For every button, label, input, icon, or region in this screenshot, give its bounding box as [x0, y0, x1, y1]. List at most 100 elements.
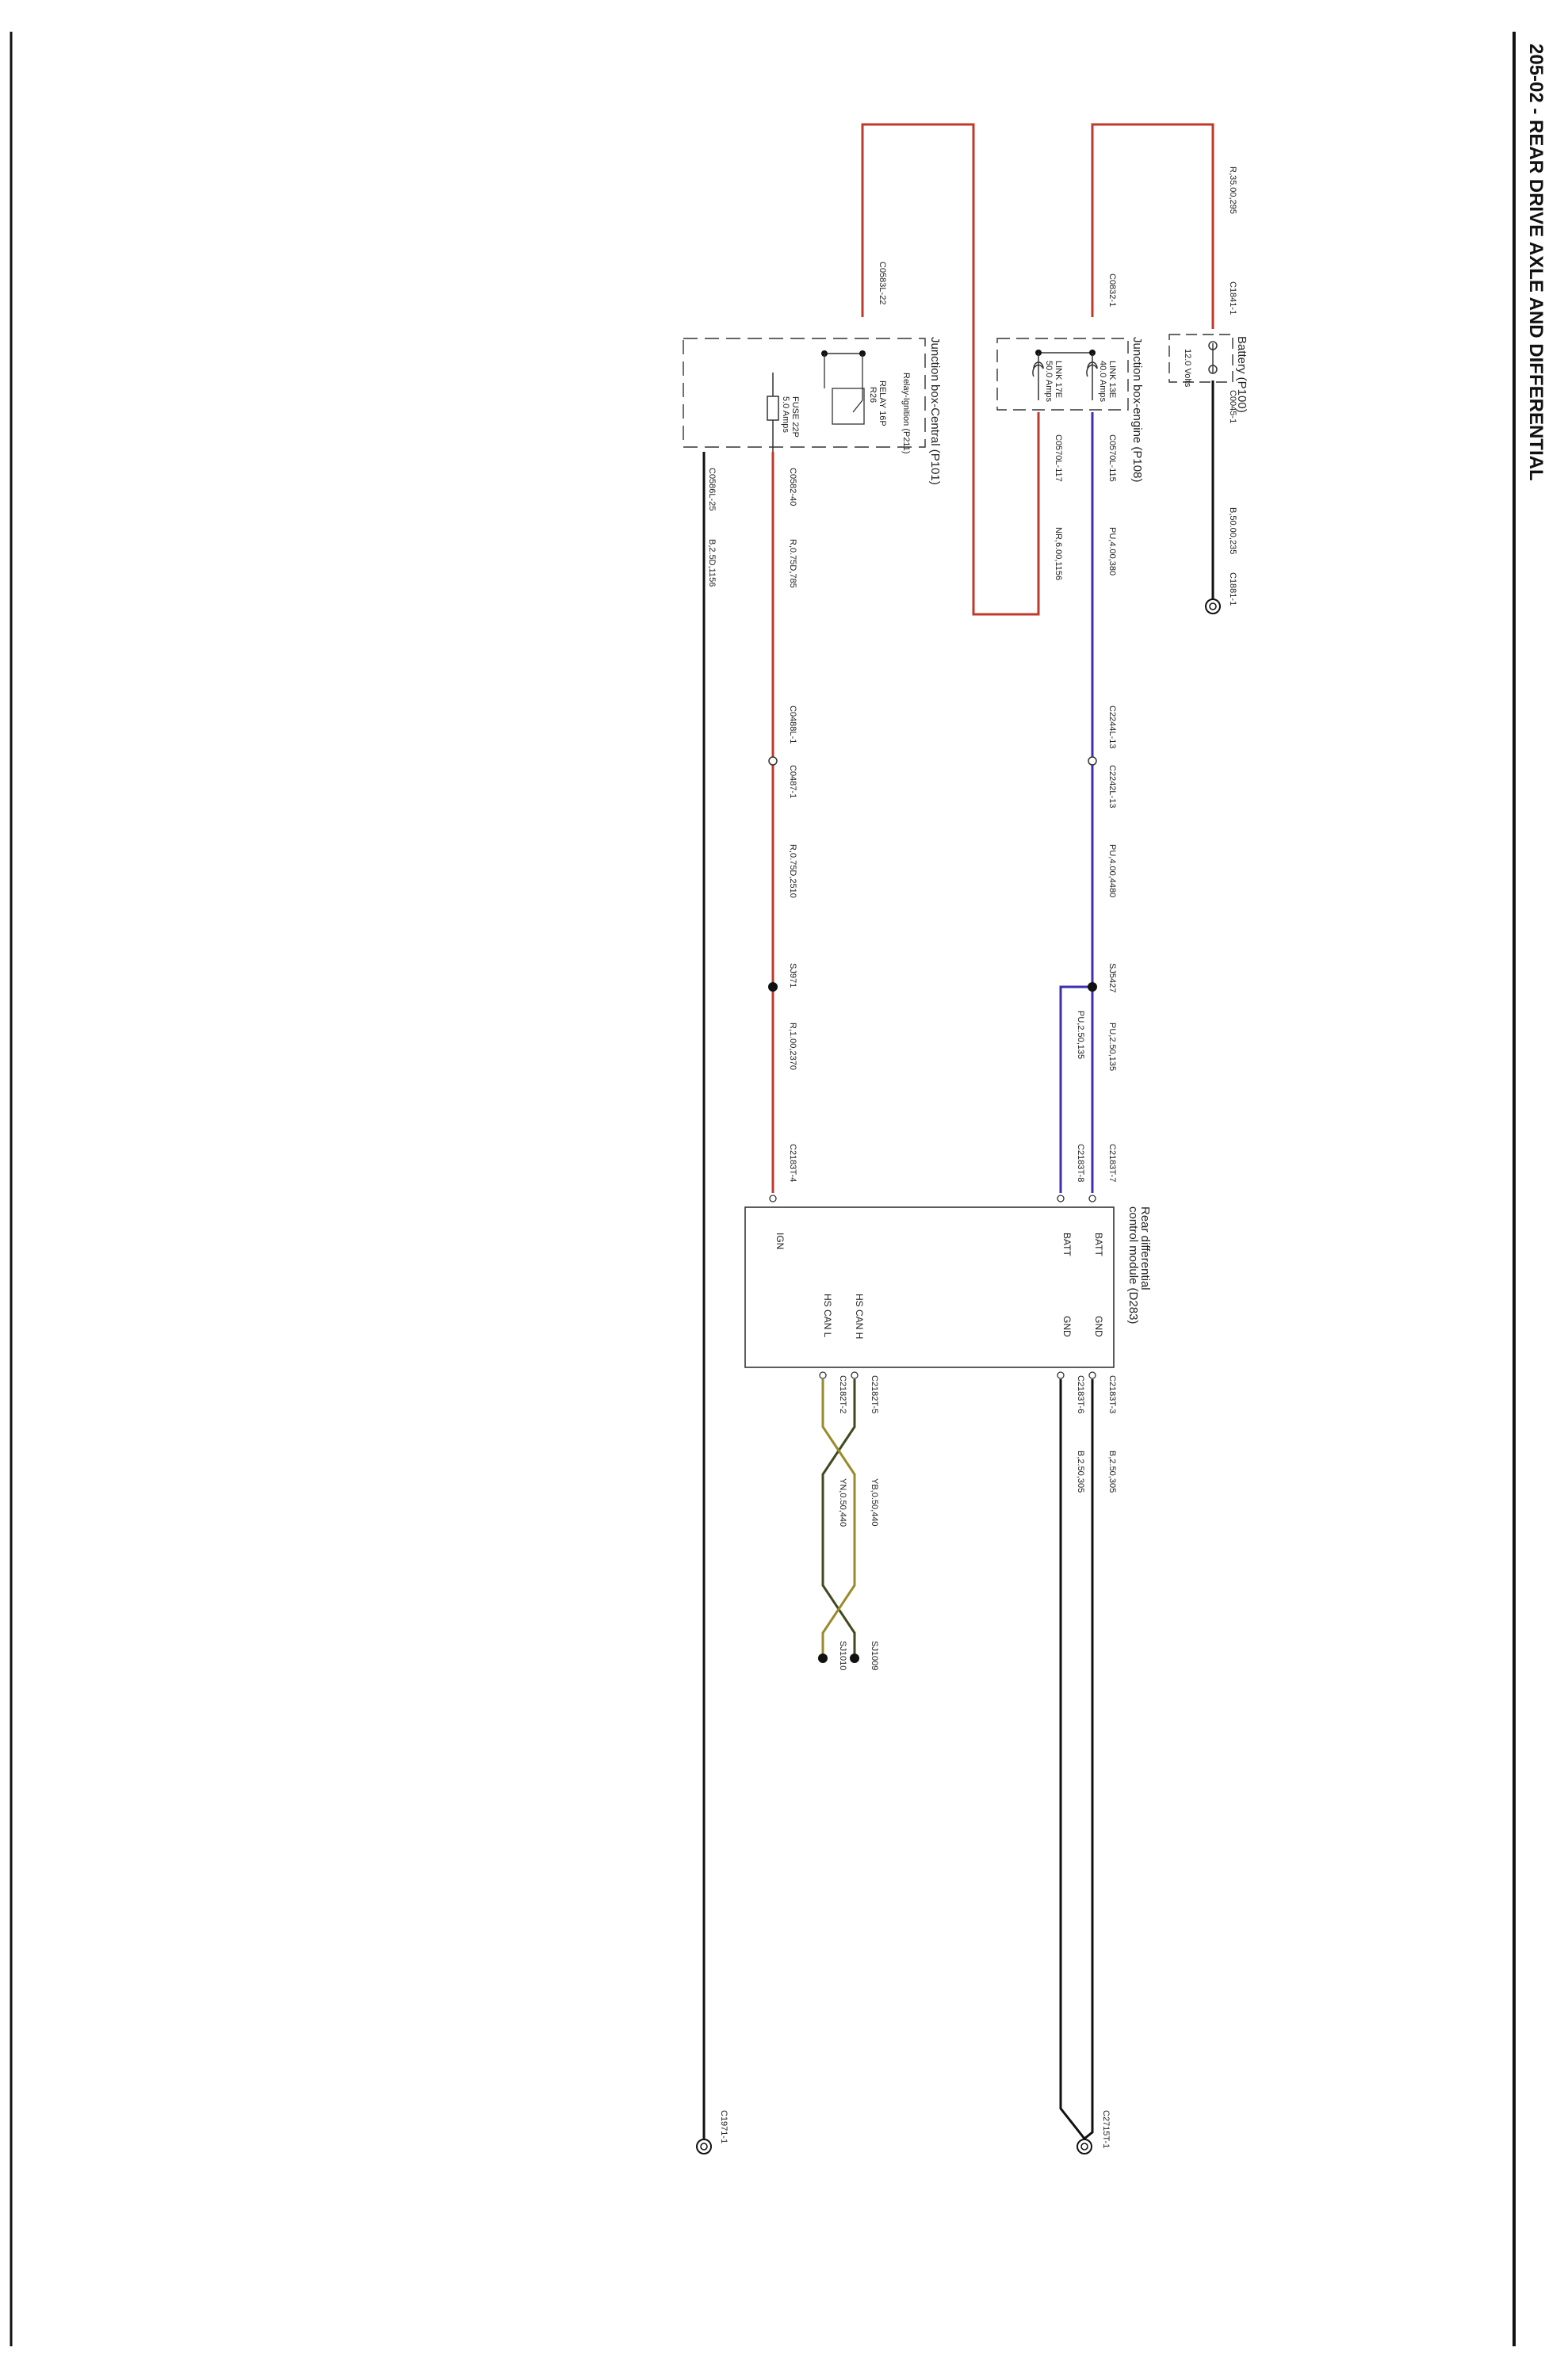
central-ground-conn: C0586L-25	[707, 468, 717, 510]
can-l-wire: YN,0.50,440	[838, 1478, 847, 1527]
battery-ground-connector: C1881-1	[1228, 572, 1237, 606]
junction-central-group: Junction box-Central (P101) Relay-Igniti…	[683, 262, 942, 588]
pin-dot	[1057, 1195, 1065, 1202]
wire-link17e-to-central	[861, 123, 1040, 616]
module-box	[744, 1206, 1115, 1368]
wire-purple-branch	[1059, 985, 1092, 1193]
red-wire2: R,0.75D,2510	[788, 844, 797, 898]
battery-neg-wire: B,50.00,235	[1228, 507, 1237, 554]
wire-can-l	[821, 1379, 856, 1655]
splice-can-h-dot	[850, 1654, 859, 1663]
fuse-name: FUSE 22P	[790, 396, 800, 438]
ground-icon-central-inner	[700, 2143, 708, 2151]
junction-engine-input: C0832-1	[1107, 273, 1117, 307]
battery-neg-connector: C0045-1	[1228, 390, 1237, 423]
pin-gnd1: GND	[1093, 1316, 1104, 1337]
battery-group: Battery (P100) 12.0 Volts C1841-1 C0045-…	[1168, 166, 1249, 614]
pin-dot	[769, 1195, 777, 1202]
inline-connector-red	[768, 756, 778, 766]
pin-batt1: BATT	[1093, 1233, 1104, 1256]
fuse-link-icon	[1086, 361, 1098, 377]
gnd-wire1: B,2.50,305	[1107, 1451, 1117, 1493]
junction-engine-out1: C0570L-115	[1107, 434, 1117, 482]
relay-sub: RELAY 16P	[878, 380, 887, 426]
pin-can-l: HS CAN L	[822, 1294, 833, 1338]
splice-can-l-dot	[818, 1654, 828, 1663]
junction-engine-out2: C0570L-117	[1054, 434, 1063, 482]
central-ground-wire: B,2.5D,1156	[707, 539, 717, 587]
splice-red-dot	[768, 982, 778, 992]
battery-box	[1168, 334, 1233, 383]
splice-red: SJ971	[788, 963, 797, 988]
ground-icon-central	[696, 2139, 712, 2154]
conn-can-l: C2182T-2	[838, 1375, 847, 1413]
inline-connector-purple	[1088, 756, 1097, 766]
conn-can-h: C2182T-5	[870, 1375, 879, 1413]
relay-name: Relay-Ignition (P211)	[901, 373, 911, 454]
pin-batt2: BATT	[1061, 1233, 1073, 1256]
link2-name: LINK 17E	[1054, 361, 1063, 398]
ground-icon-module	[1077, 2139, 1092, 2154]
relay-switch-arm	[852, 400, 863, 413]
ground-icon-inner	[1209, 602, 1217, 610]
module-name-1: Rear differential	[1138, 1206, 1152, 1290]
fuse-icon	[767, 396, 779, 421]
junction-engine-name: Junction box-engine (P108)	[1130, 337, 1144, 482]
battery-name: Battery (P100)	[1235, 336, 1249, 413]
pin-dot	[1057, 1371, 1065, 1379]
battery-pos-connector: C1841-1	[1228, 281, 1237, 315]
battery-voltage: 12.0 Volts	[1183, 349, 1192, 388]
inline-c0488: C0488L-1	[788, 705, 797, 744]
fuse-link-icon-2	[1032, 361, 1044, 377]
wire-module-gnd2	[1059, 1379, 1086, 2139]
inline-c2242: C2242L-13	[1107, 765, 1117, 808]
splice-can-h: SJ1009	[870, 1641, 879, 1670]
page-title: 205-02 - REAR DRIVE AXLE AND DIFFERENTIA…	[1525, 44, 1547, 481]
ground-module-label: C2715T-1	[1101, 2110, 1111, 2148]
central-input: C0583L-22	[878, 262, 887, 304]
wire-battery-positive	[1091, 123, 1214, 329]
wire-module-gnd1	[1084, 1379, 1094, 2140]
module-name-2: control module (D283)	[1126, 1206, 1140, 1324]
ground-icon-module-inner	[1080, 2143, 1088, 2151]
purple-wire2: PU,4.00,4480	[1107, 844, 1117, 897]
ground-icon	[1205, 598, 1221, 614]
module-group: Rear differential control module (D283) …	[744, 1144, 1152, 1413]
conn-ign: C2183T-4	[788, 1144, 797, 1182]
can-h-wire: YB,0.50,440	[870, 1478, 879, 1527]
gnd-wire2: B,2.50,305	[1076, 1451, 1085, 1493]
pin-can-h: HS CAN H	[854, 1294, 865, 1339]
purple-branch1: PU,2.50,135	[1107, 1023, 1117, 1071]
battery-term-pos	[1208, 341, 1218, 350]
inline-c2244: C2244L-13	[1107, 705, 1117, 748]
conn-batt2: C2183T-8	[1076, 1144, 1085, 1182]
junction-engine-box	[996, 338, 1129, 411]
battery-pos-wire: R,35.00,295	[1228, 166, 1237, 214]
pin-dot	[851, 1371, 859, 1379]
link2-rating: 50.0 Amps	[1044, 361, 1054, 402]
splice-purple-dot	[1088, 982, 1097, 992]
link1-rating: 40.0 Amps	[1098, 361, 1107, 402]
fuse-rating: 5.0 Amps	[781, 396, 790, 433]
conn-gnd1: C2183T-3	[1107, 1375, 1117, 1413]
central-out-wire: R,0.75D,785	[788, 539, 797, 588]
conn-gnd2: C2183T-6	[1076, 1375, 1085, 1413]
splice-purple: SJ5427	[1107, 963, 1117, 992]
splice-can-l: SJ1010	[838, 1641, 847, 1670]
red-wire3: R,1.00,2370	[788, 1023, 797, 1070]
junction-engine-group: Junction box-engine (P108) LINK 13E 40.0…	[996, 273, 1144, 580]
conn-batt1: C2183T-7	[1107, 1144, 1117, 1182]
battery-term-neg	[1208, 365, 1218, 374]
ground-central-label: C1971-1	[719, 2110, 729, 2143]
junction-engine-out2-wire: NR,6.00,1156	[1054, 527, 1063, 580]
junction-central-name: Junction box-Central (P101)	[928, 337, 942, 485]
central-out: C0582-40	[788, 468, 797, 506]
junction-central-box	[683, 338, 926, 448]
pin-dot	[1088, 1195, 1096, 1202]
wire-can-h	[821, 1379, 856, 1655]
link1-name: LINK 13E	[1107, 361, 1117, 398]
purple-branch2: PU,2.50,135	[1076, 1011, 1085, 1059]
pin-gnd2: GND	[1061, 1316, 1073, 1337]
relay-icon	[832, 388, 865, 425]
